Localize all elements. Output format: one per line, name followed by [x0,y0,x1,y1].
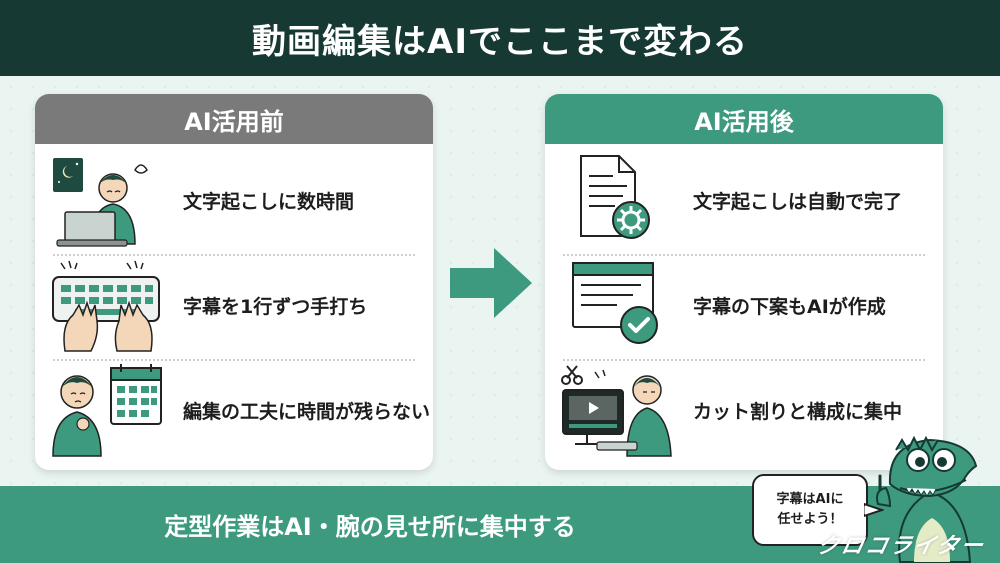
crocodile-mascot-icon [876,435,978,563]
before-item-no-time: 編集の工夫に時間が残らない [35,360,433,460]
page-title: 動画編集はAIでここまで変わる [252,21,748,62]
arrow-right-icon [450,248,532,318]
divider [53,254,415,256]
before-item-transcription: 文字起こしに数時間 [35,150,433,250]
before-item-label: 編集の工夫に時間が残らない [183,400,431,423]
speech-line-2: 任せよう！ [777,512,843,527]
worried-person-calendar-icon [52,364,162,457]
after-item-subtitles: 字幕の下案もAIが作成 [545,255,943,355]
person-editing-video-icon [561,365,672,457]
before-item-subtitles: 字幕を1行ずつ手打ち [35,255,433,355]
speech-line-1: 字幕はAIに [776,492,844,507]
before-card: AI活用前 文字起こしに数時間 [35,94,433,470]
before-card-heading: AI活用前 [35,94,433,144]
after-item-label: カット割りと構成に集中 [693,400,903,423]
stressed-person-night-laptop-icon [53,158,148,247]
document-gear-icon [580,155,650,239]
header-bar: 動画編集はAIでここまで変わる [0,0,1000,76]
document-checkmark-icon [572,262,658,344]
after-item-focus: カット割りと構成に集中 [545,360,943,460]
footer-message: 定型作業はAI・腕の見せ所に集中する [164,513,576,541]
after-item-label: 字幕の下案もAIが作成 [693,295,886,318]
after-card-heading: AI活用後 [545,94,943,144]
before-item-label: 字幕を1行ずつ手打ち [183,295,368,318]
speech-bubble-tail [864,502,884,518]
after-card: AI活用後 文字起こしは自動で完了 字幕の下案もAIが作成 [545,94,943,470]
divider [563,254,925,256]
after-item-label: 文字起こしは自動で完了 [693,190,903,213]
before-item-label: 文字起こしに数時間 [183,190,355,213]
divider [563,359,925,361]
divider [53,359,415,361]
mascot-logo-text: クロコライター [814,534,988,559]
after-item-transcription: 文字起こしは自動で完了 [545,150,943,250]
typing-keyboard-hands-icon [52,260,160,352]
